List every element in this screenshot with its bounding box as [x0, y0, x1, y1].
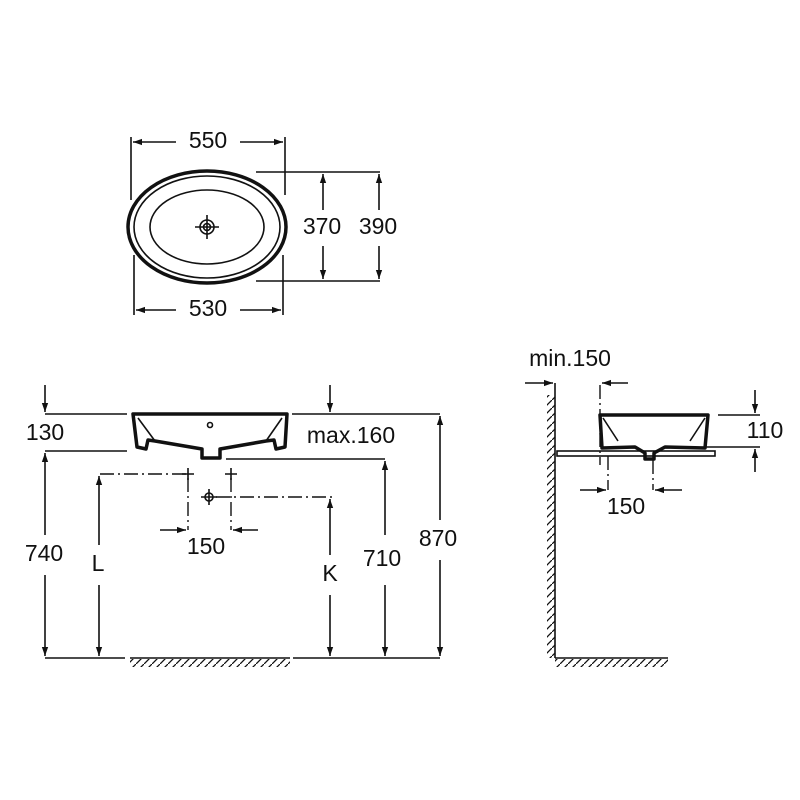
- label-k: K: [322, 560, 338, 586]
- basin-inner-rim: [133, 175, 281, 279]
- dim-370: 370: [303, 213, 341, 239]
- wall-hatch: [547, 395, 555, 658]
- basin-front-profile: [131, 412, 289, 460]
- dim-390: 390: [359, 213, 397, 239]
- basin-side-profile: [598, 413, 710, 461]
- label-l: L: [92, 550, 105, 576]
- dim-550: 550: [189, 127, 227, 153]
- basin-bowl: [149, 189, 265, 265]
- side-view: min.150 110 150: [525, 345, 783, 667]
- top-view: 550 530 370 390: [126, 127, 397, 321]
- dim-150-taps: 150: [187, 533, 225, 559]
- drain-icon: [195, 215, 219, 239]
- dim-130: 130: [26, 419, 64, 445]
- tap-hole-cross-icon: [182, 468, 237, 505]
- shelf: [556, 450, 716, 457]
- floor-hatch: [130, 659, 290, 667]
- basin-outer-rim: [126, 169, 288, 285]
- dim-870: 870: [419, 525, 457, 551]
- dim-740: 740: [25, 540, 63, 566]
- dim-110: 110: [747, 417, 784, 443]
- dim-max-160: max.160: [307, 422, 395, 448]
- dim-150-drain: 150: [607, 493, 645, 519]
- dim-530: 530: [189, 295, 227, 321]
- dim-710: 710: [363, 545, 401, 571]
- front-view: 130 740 max.160 710 870: [25, 385, 457, 667]
- dim-min-150: min.150: [529, 345, 611, 371]
- floor-hatch-side: [555, 659, 668, 667]
